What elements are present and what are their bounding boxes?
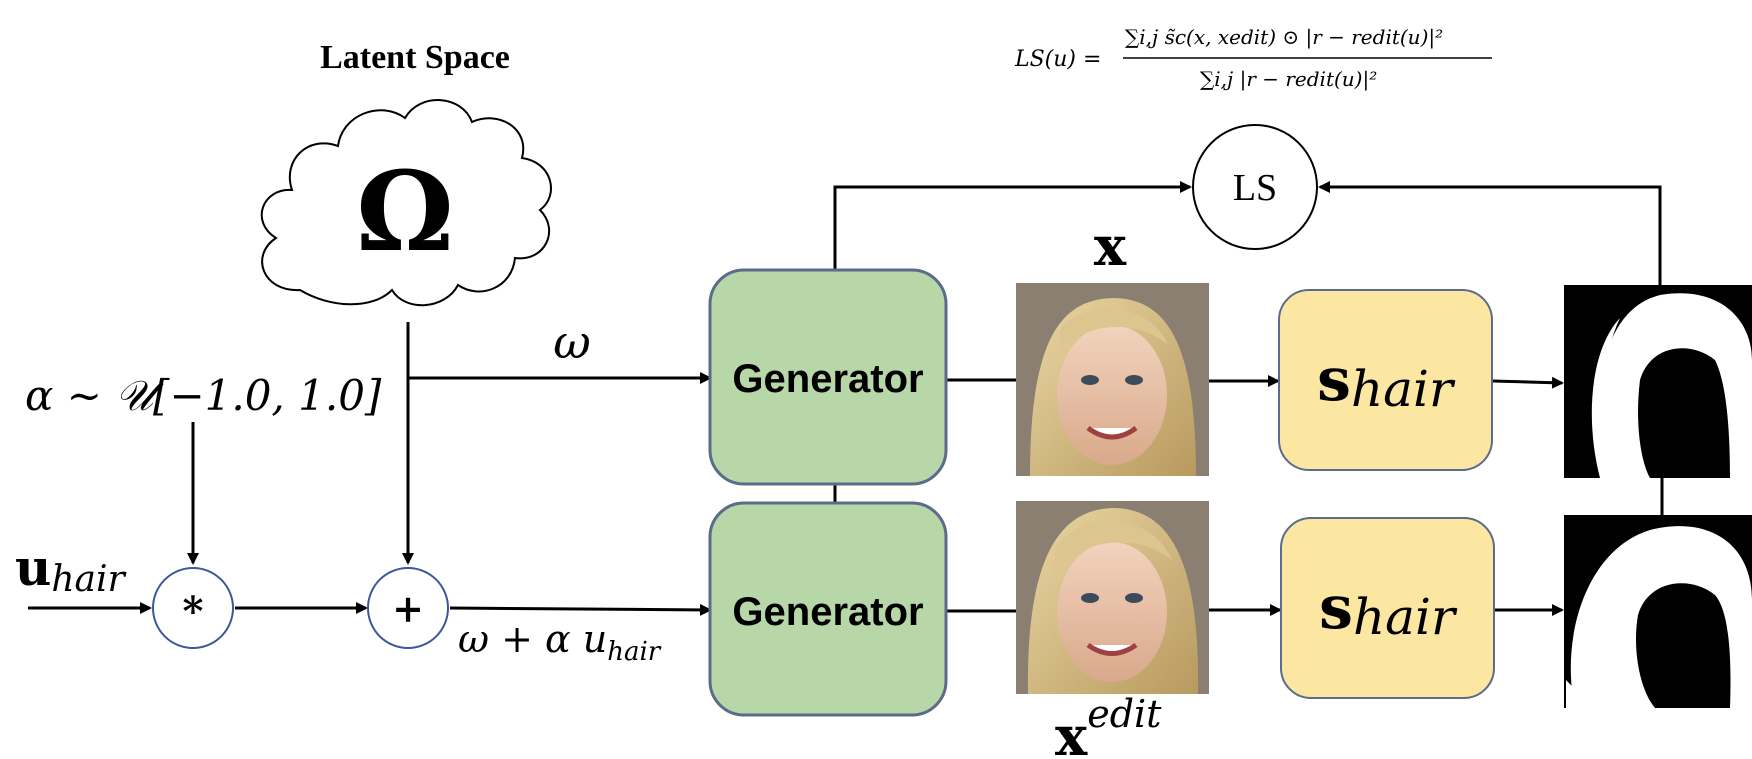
multiply-node (152, 567, 234, 649)
mask-to-ls-arrow (1318, 181, 1662, 285)
formula-denominator: ∑i,j |r − redit(u)|² (1200, 67, 1377, 92)
segmenter-top-label: shair (1317, 345, 1456, 418)
omega-label: ω (553, 315, 591, 369)
face-image-x (1016, 283, 1209, 476)
u-hair-label: uhair (15, 538, 127, 600)
segmenter-bottom-sub: hair (1353, 588, 1458, 646)
u-hair-sub: hair (51, 559, 126, 600)
generator-top-box (708, 268, 948, 486)
connections (28, 181, 1664, 616)
segmenter-top-base: s (1317, 345, 1351, 415)
sum-label-sub: hair (607, 637, 662, 667)
latent-cloud: Ω (260, 99, 552, 307)
generator-bottom-label: Generator (732, 590, 923, 634)
latent-space-title: Latent Space (320, 39, 510, 76)
u-hair-base: u (15, 538, 51, 597)
seg-top-to-mask-arrow (1492, 376, 1564, 389)
add-node (367, 567, 449, 649)
x-label: x (1094, 214, 1127, 278)
generator-to-ls-arrow (833, 181, 1192, 270)
generator-top-label: Generator (732, 357, 923, 401)
formula-numerator: ∑i,j s̃c(x, xedit) ⊙ |r − redit(u)|² (1125, 25, 1443, 50)
ls-node-label: LS (1233, 167, 1277, 209)
segmenter-bottom-label: shair (1319, 573, 1458, 646)
multiply-label: * (183, 588, 204, 635)
face-image-x-edit (1016, 501, 1209, 694)
ls-formula: LS(u) = ∑i,j s̃c(x, xedit) ⊙ |r − redit(… (1014, 25, 1492, 92)
x-edit-label: xedit (1055, 692, 1162, 759)
segmenter-bottom-box (1280, 517, 1495, 699)
segmenter-top-sub: hair (1351, 360, 1456, 418)
omega-symbol: Ω (356, 147, 454, 276)
generator-bottom-box (708, 501, 948, 717)
sum-label: ω + α uhair (458, 617, 662, 667)
hair-mask-bottom (1564, 515, 1752, 708)
plus-to-generator-arrow (449, 603, 712, 616)
alpha-label: α ∼ 𝒰[−1.0, 1.0] (25, 371, 382, 420)
segmenter-top-box (1278, 289, 1493, 471)
formula-lhs: LS(u) = (1014, 47, 1101, 72)
ls-node (1192, 124, 1318, 250)
hair-mask-top (1564, 285, 1752, 478)
add-label: + (392, 586, 424, 631)
x-edit-sup: edit (1087, 692, 1162, 736)
x-edit-base: x (1055, 704, 1088, 759)
sum-label-prefix: ω + α u (458, 617, 607, 661)
segmenter-bottom-base: s (1319, 573, 1353, 643)
